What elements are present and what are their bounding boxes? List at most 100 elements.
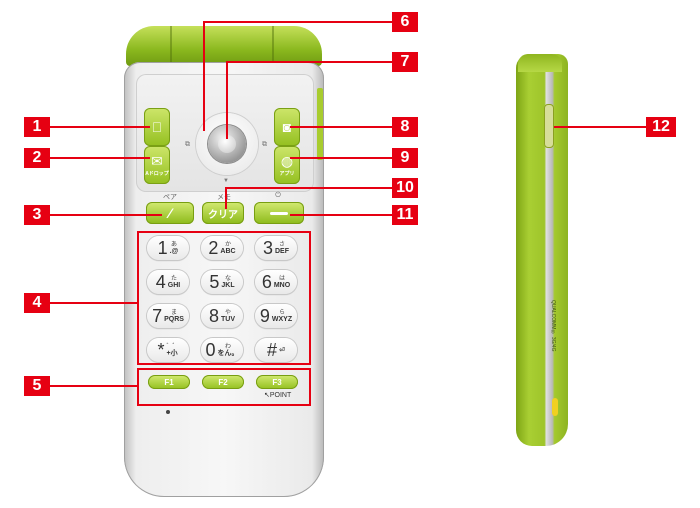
phone-send-icon: ⁄ <box>168 205 172 221</box>
callout-7: 7 <box>392 52 418 72</box>
f3-key[interactable]: F3 <box>256 375 298 389</box>
callout-line-6-vertical <box>203 21 205 131</box>
f2-key[interactable]: F2 <box>202 375 244 389</box>
phone-side-view <box>516 54 568 446</box>
copy-icon: ⧉ <box>185 141 190 148</box>
send-key[interactable]: ⁄ <box>146 202 194 224</box>
callout-line-2 <box>50 157 150 159</box>
clear-key[interactable]: クリア <box>202 202 244 224</box>
globe-icon: ◍ <box>280 153 294 169</box>
callout-4: 4 <box>24 293 50 313</box>
app-key[interactable]: ◍ アプリ <box>274 146 300 184</box>
phone-hinge <box>126 26 322 66</box>
key-digit: 8 <box>208 306 219 326</box>
side-indicator <box>552 398 558 416</box>
callout-line-10-vertical <box>225 187 227 209</box>
camera-icon: ◙ <box>282 119 292 135</box>
callout-line-7 <box>227 61 392 63</box>
key-star[interactable]: *゛゜+小 <box>147 338 189 362</box>
key-digit: * <box>157 340 165 360</box>
key-kana: あ <box>170 241 177 248</box>
side-hinge <box>518 54 562 72</box>
end-key[interactable] <box>254 202 304 224</box>
keypad-highlight-frame <box>137 231 311 365</box>
pointer-icon: ↖ <box>264 392 270 399</box>
key-digit: 3 <box>262 238 273 258</box>
key-digit: 5 <box>209 272 220 292</box>
phone-end-icon <box>270 211 288 215</box>
key-letters: PQRS <box>164 315 184 323</box>
key-letters: .@ <box>169 247 179 255</box>
key-kana: や <box>224 309 231 316</box>
key-kana: さ <box>278 241 285 248</box>
side-print: QUALCOMM® 3G/4G <box>550 300 556 352</box>
key-letters: DEF <box>275 247 289 255</box>
copy-icon: ⧉ <box>262 141 267 148</box>
key-kana: か <box>225 241 232 248</box>
dpad-center-button[interactable] <box>218 135 236 153</box>
hinge-divider <box>272 26 274 66</box>
callout-line-12 <box>554 126 646 128</box>
key-kana: わ <box>224 343 231 350</box>
clear-key-label: クリア <box>208 209 238 221</box>
callout-5: 5 <box>24 376 50 396</box>
callout-line-4 <box>50 302 138 304</box>
callout-1: 1 <box>24 117 50 137</box>
send-key-sublabel: ペア <box>163 194 177 201</box>
side-accent <box>317 88 323 160</box>
key-digit: 6 <box>261 272 272 292</box>
key-letters: をん。 <box>217 349 239 357</box>
callout-6: 6 <box>392 12 418 32</box>
key-letters: JKL <box>221 281 235 289</box>
point-label: ↖POINT <box>264 391 291 399</box>
key-letters: WXYZ <box>271 315 293 323</box>
key-digit: 4 <box>155 272 166 292</box>
hinge-divider <box>170 26 172 66</box>
callout-8: 8 <box>392 117 418 137</box>
f1-key[interactable]: F1 <box>148 375 190 389</box>
callout-line-8 <box>290 126 392 128</box>
callout-line-10 <box>226 187 392 189</box>
mail-key[interactable]: ✉ Aドロップ <box>144 146 170 184</box>
key-hash[interactable]: #⏎ <box>255 338 297 362</box>
key-digit: 1 <box>157 238 168 258</box>
key-digit: 2 <box>208 238 219 258</box>
key-digit: # <box>267 340 278 360</box>
end-key-sublabel: ⏻ <box>275 192 281 199</box>
key-letters: ⏎ <box>279 346 285 354</box>
callout-10: 10 <box>392 178 418 198</box>
key-letters: ABC <box>220 247 236 255</box>
callout-line-6 <box>204 21 392 23</box>
callout-line-5 <box>50 385 138 387</box>
mail-key-label: Aドロップ <box>145 171 169 177</box>
key-letters: MNO <box>273 281 291 289</box>
callout-line-1 <box>50 126 150 128</box>
app-key-label: アプリ <box>279 171 295 177</box>
key-kana: な <box>225 275 232 282</box>
callout-3: 3 <box>24 205 50 225</box>
callout-line-11 <box>290 214 392 216</box>
callout-line-9 <box>290 157 392 159</box>
down-arrow-icon: ▼ <box>223 178 229 184</box>
callout-2: 2 <box>24 148 50 168</box>
microphone-hole <box>166 410 170 414</box>
key-digit: 7 <box>152 306 163 326</box>
side-button[interactable] <box>544 104 554 148</box>
key-letters: TUV <box>221 315 235 323</box>
book-icon: ⎕ <box>152 118 162 135</box>
key-kana: た <box>171 275 178 282</box>
point-text: POINT <box>269 392 292 399</box>
callout-11: 11 <box>392 205 418 225</box>
callout-12: 12 <box>646 117 676 137</box>
key-digit: 9 <box>259 306 270 326</box>
